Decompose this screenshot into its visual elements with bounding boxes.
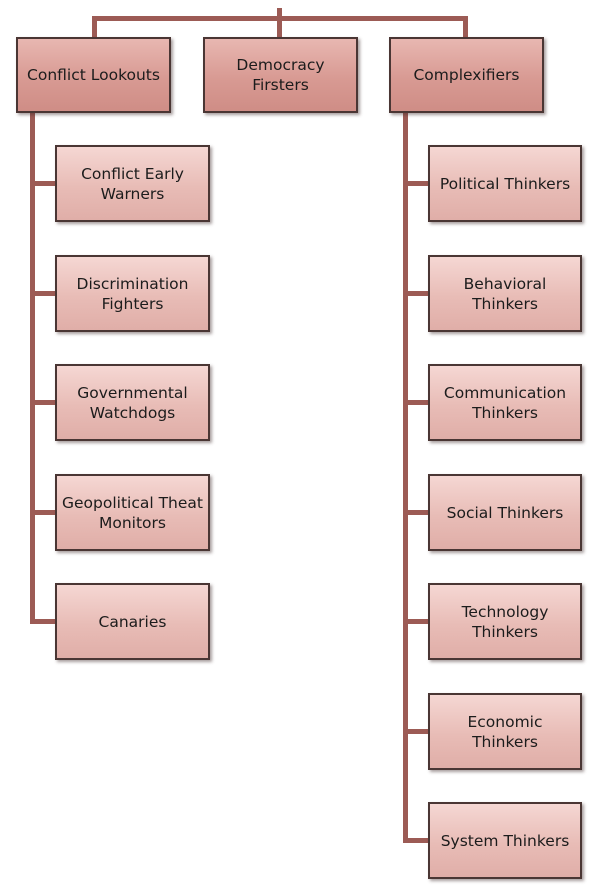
spine-line-complexifiers [403,111,408,843]
node-label: Complexifiers [413,66,520,84]
spine-line-conflict-lookouts [30,111,35,624]
node-economic-thinkers: Economic Thinkers [428,693,582,770]
node-communication-thinkers: Communication Thinkers [428,364,582,441]
node-label: Governmental Watchdogs [77,383,188,422]
branch-line-1 [30,181,57,186]
drop-line-complexifiers [463,16,468,38]
node-conflict-early-warners: Conflict Early Warners [55,145,210,222]
root-stub-line [277,8,282,40]
node-label: Discrimination Fighters [76,274,189,313]
branch-line-5 [30,619,57,624]
node-label: Social Thinkers [446,503,564,522]
branch-line-6 [403,181,430,186]
branch-line-7 [403,291,430,296]
node-label: Technology Thinkers [461,602,549,641]
node-political-thinkers: Political Thinkers [428,145,582,222]
node-label: System Thinkers [440,831,570,850]
node-behavioral-thinkers: Behavioral Thinkers [428,255,582,332]
node-complexifiers: Complexifiers [389,37,544,113]
node-label: Geopolitical Theat Monitors [61,493,203,532]
drop-line-conflict-lookouts [92,16,97,38]
node-label: Communication Thinkers [443,383,567,422]
branch-line-8 [403,400,430,405]
node-technology-thinkers: Technology Thinkers [428,583,582,660]
node-democracy-firsters: Democracy Firsters [203,37,358,113]
node-label: Political Thinkers [439,174,571,193]
node-label: Democracy Firsters [236,56,325,94]
node-label: Conflict Lookouts [27,66,160,84]
branch-line-11 [403,729,430,734]
node-social-thinkers: Social Thinkers [428,474,582,551]
branch-line-2 [30,291,57,296]
branch-line-9 [403,510,430,515]
branch-line-3 [30,400,57,405]
node-conflict-lookouts: Conflict Lookouts [16,37,171,113]
node-label: Conflict Early Warners [81,164,184,203]
top-horizontal-line [92,16,468,21]
node-discrimination-fighters: Discrimination Fighters [55,255,210,332]
node-canaries: Canaries [55,583,210,660]
branch-line-10 [403,619,430,624]
node-system-thinkers: System Thinkers [428,802,582,879]
node-label: Canaries [98,612,167,631]
node-label: Economic Thinkers [467,712,543,751]
branch-line-4 [30,510,57,515]
node-label: Behavioral Thinkers [463,274,547,313]
node-governmental-watchdogs: Governmental Watchdogs [55,364,210,441]
node-geopolitical-theat-monitors: Geopolitical Theat Monitors [55,474,210,551]
branch-line-12 [403,838,430,843]
